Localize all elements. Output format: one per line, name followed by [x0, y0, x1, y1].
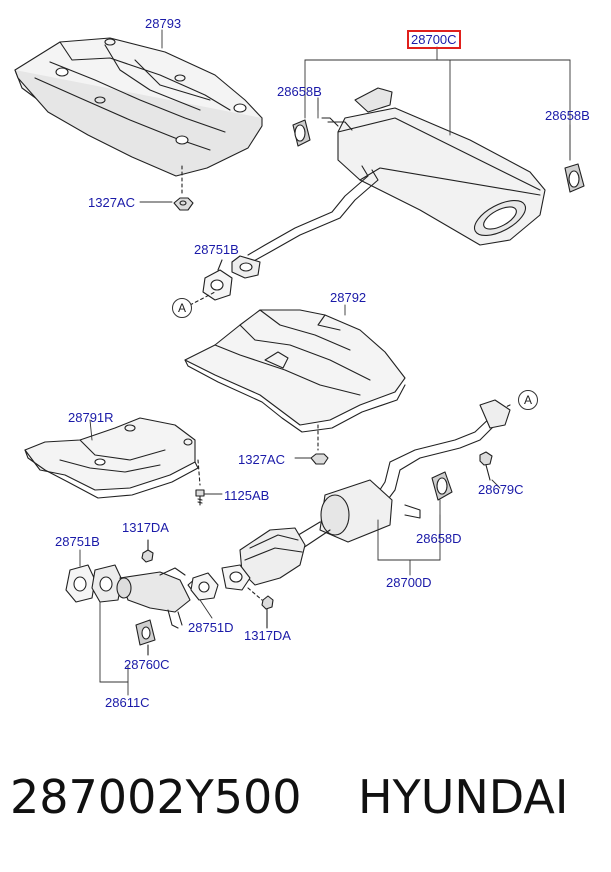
part-number: 287002Y500	[10, 770, 302, 824]
label-28700d: 28700D	[386, 575, 432, 590]
bolt-1125ab	[195, 489, 205, 506]
leader-28700c	[304, 46, 571, 161]
label-1327ac-mid: 1327AC	[238, 452, 285, 467]
front-catalyst	[221, 527, 306, 601]
label-28793: 28793	[145, 16, 182, 31]
label-28679c: 28679C	[478, 482, 524, 497]
nut-28679c	[479, 451, 493, 481]
nut-1317da-top	[141, 539, 154, 563]
heat-shield-28791r	[24, 417, 201, 499]
gasket-28751d	[190, 572, 219, 601]
label-28658b-left: 28658B	[277, 84, 322, 99]
rubber-hanger-28658b-right	[564, 163, 585, 193]
rubber-hanger-28658d	[431, 471, 453, 501]
brand-name: HYUNDAI	[358, 770, 569, 824]
gasket-28751b-top	[202, 259, 233, 301]
label-28700c: 28700C	[407, 30, 461, 49]
rubber-hanger-28760c	[135, 619, 156, 656]
rubber-hanger-28658b-left	[292, 119, 311, 147]
label-28658b-right: 28658B	[545, 108, 590, 123]
ref-a-left: A	[172, 298, 192, 318]
leader-28700d	[377, 499, 441, 576]
label-28751b-bottom: 28751B	[55, 534, 100, 549]
label-28611c: 28611C	[105, 695, 150, 710]
heat-shield-28793	[14, 37, 263, 196]
heat-shield-28792	[184, 309, 406, 451]
leader-28611c	[99, 599, 213, 696]
label-1317da-top: 1317DA	[122, 520, 169, 535]
label-28760c: 28760C	[124, 657, 170, 672]
nut-1327ac-top	[173, 197, 194, 211]
manifold-assembly	[65, 564, 206, 629]
ref-a-right: A	[518, 390, 538, 410]
label-1125ab: 1125AB	[224, 488, 270, 503]
rear-muffler	[321, 87, 546, 246]
label-28791r: 28791R	[68, 410, 114, 425]
misc-leaders	[79, 29, 501, 567]
label-28792: 28792	[330, 290, 367, 305]
label-28751d: 28751D	[188, 620, 234, 635]
caption: 287002Y500 HYUNDAI	[0, 770, 611, 840]
label-28658d: 28658D	[416, 531, 462, 546]
center-pipe-28700d	[274, 399, 511, 566]
label-1327ac-top: 1327AC	[88, 195, 135, 210]
label-1317da-bottom: 1317DA	[244, 628, 291, 643]
exhaust-system-diagram	[14, 29, 585, 696]
nut-1317da-bottom	[261, 595, 274, 629]
nut-1327ac-mid	[310, 453, 329, 465]
rear-intermediate-pipe	[231, 165, 379, 279]
label-28751b-top: 28751B	[194, 242, 239, 257]
